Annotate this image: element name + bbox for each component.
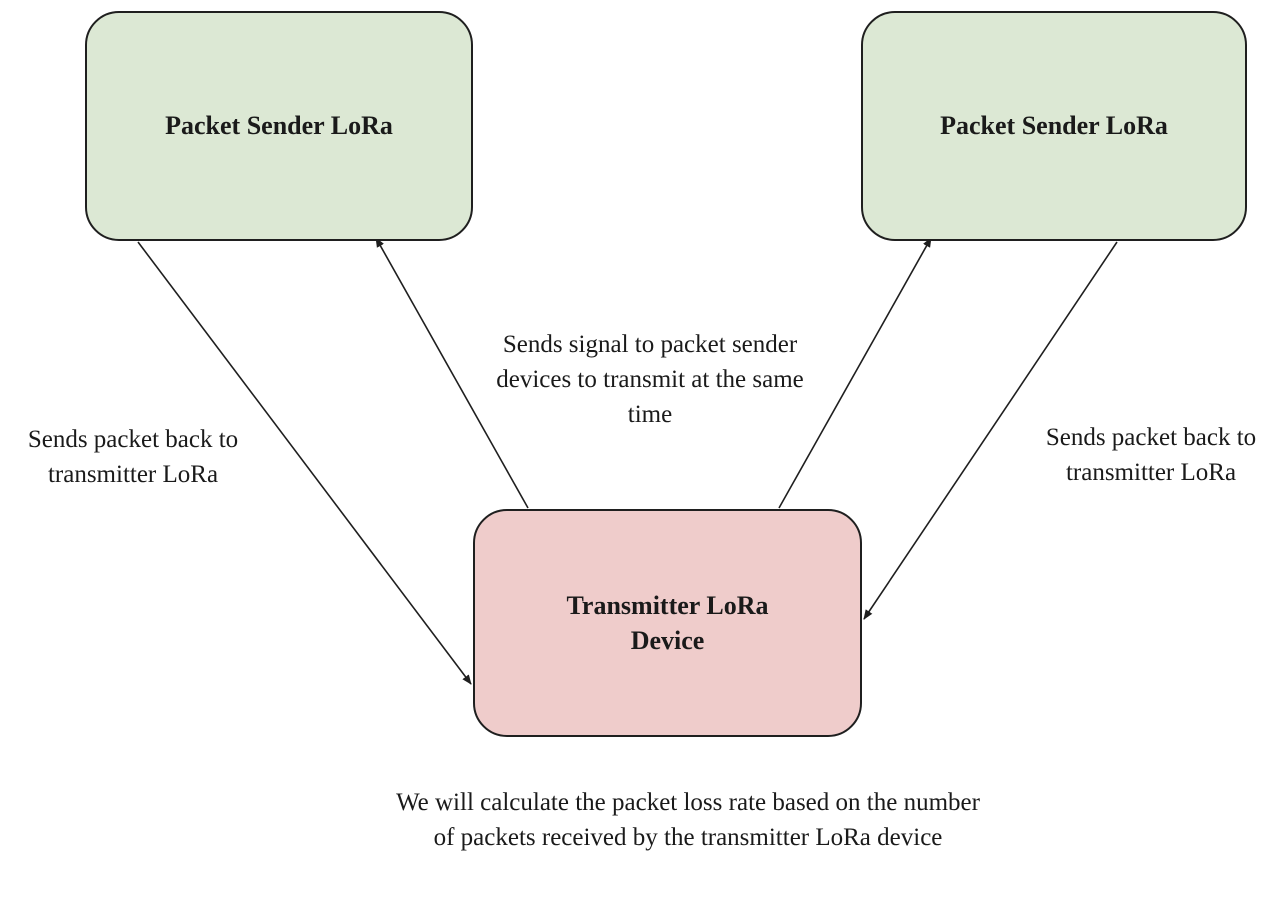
packet-sender-right-node: Packet Sender LoRa [861, 11, 1247, 241]
edge-label-right: Sends packet back to transmitter LoRa [1045, 424, 1257, 486]
arrow-transmitter-to-sender-right [778, 237, 932, 509]
transmitter-node: Transmitter LoRa Device [473, 509, 862, 737]
edge-label-left: Sends packet back to transmitter LoRa [27, 426, 239, 488]
packet-sender-left-label: Packet Sender LoRa [165, 111, 393, 141]
packet-sender-left-node: Packet Sender LoRa [85, 11, 473, 241]
arrow-transmitter-to-sender-left [375, 237, 529, 509]
arrow-sender-left-to-transmitter [137, 241, 472, 685]
arrow-sender-right-to-transmitter [863, 241, 1118, 620]
packet-sender-right-label: Packet Sender LoRa [940, 111, 1168, 141]
edge-label-center: Sends signal to packet sender devices to… [496, 331, 804, 428]
transmitter-label: Transmitter LoRa Device [566, 590, 769, 655]
footnote: We will calculate the packet loss rate b… [396, 789, 980, 851]
